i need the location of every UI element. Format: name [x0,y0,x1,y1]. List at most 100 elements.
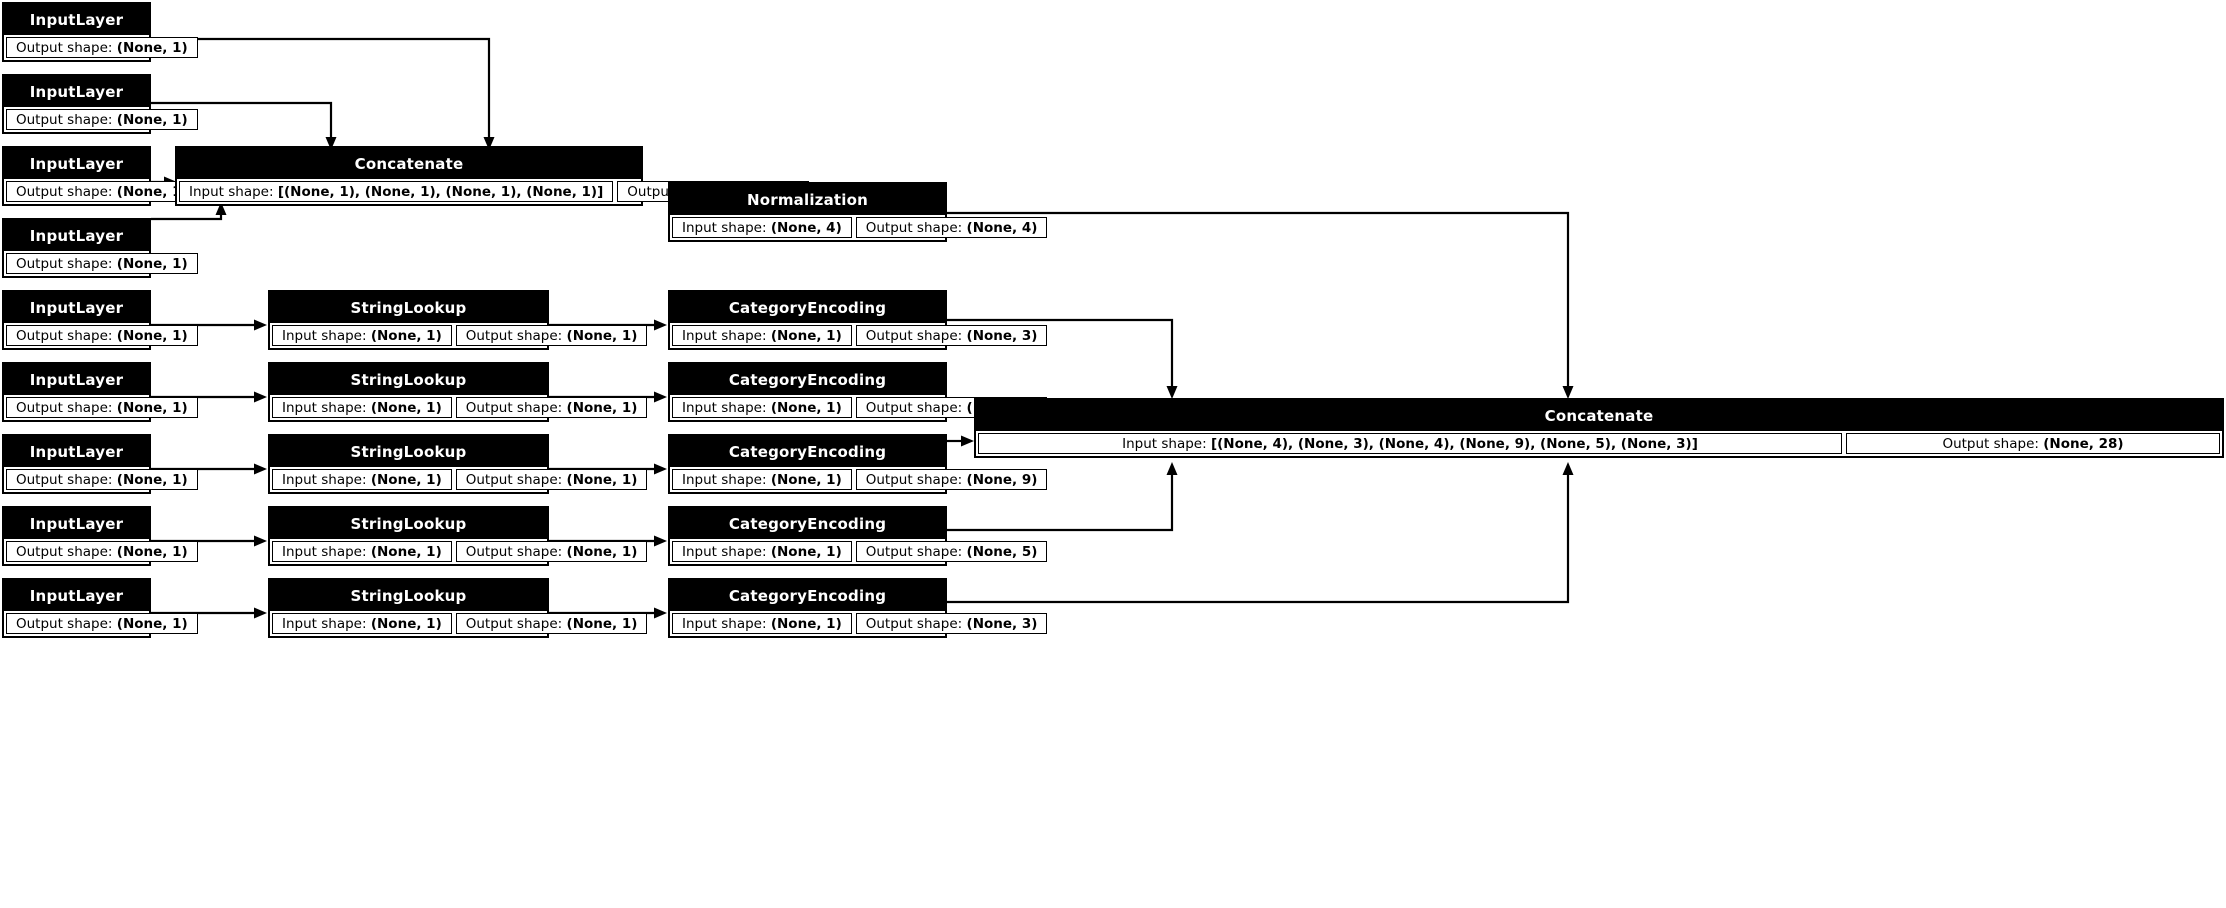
node-title: InputLayer [4,4,149,35]
input-shape-value: (None, 4) [770,219,842,236]
node-string-lookup-4[interactable]: StringLookup Input shape: (None, 1) Outp… [268,578,648,638]
input-shape-cell: Input shape: [(None, 1), (None, 1), (Non… [179,181,614,202]
output-shape-value: (None, 1) [116,543,188,560]
output-shape-cell: Output shape: (None, 1) [455,325,648,346]
node-shape-row: Input shape: (None, 1) Output shape: (No… [670,323,1048,348]
node-title: InputLayer [4,220,149,251]
node-input-layer-0[interactable]: InputLayer Output shape: (None, 1) [2,2,198,62]
input-shape-value: (None, 1) [370,399,442,416]
input-shape-value: (None, 1) [770,615,842,632]
node-title: StringLookup [270,364,547,395]
output-shape-label: Output shape: [865,543,963,560]
input-shape-cell: Input shape: (None, 1) [272,613,452,634]
output-shape-label: Output shape: [465,327,563,344]
node-category-encoding-1[interactable]: CategoryEncoding Input shape: (None, 1) … [668,362,1048,422]
output-shape-label: Output shape: [465,543,563,560]
output-shape-value: (None, 1) [566,399,638,416]
output-shape-value: (None, 1) [116,111,188,128]
node-shape-row: Input shape: (None, 1) Output shape: (No… [670,611,1048,636]
node-shape-row: Output shape: (None, 1) [4,179,198,204]
node-title: Concatenate [976,400,2222,431]
input-shape-cell: Input shape: [(None, 4), (None, 3), (Non… [978,433,1842,454]
output-shape-cell: Output shape: (None, 1) [6,397,198,418]
input-shape-value: (None, 1) [370,615,442,632]
output-shape-cell: Output shape: (None, 1) [6,109,198,130]
input-shape-label: Input shape: [282,327,367,344]
output-shape-label: Output shape: [865,219,963,236]
input-shape-cell: Input shape: (None, 1) [272,397,452,418]
input-shape-cell: Input shape: (None, 1) [672,325,852,346]
input-shape-value: (None, 1) [370,471,442,488]
node-category-encoding-3[interactable]: CategoryEncoding Input shape: (None, 1) … [668,506,1048,566]
node-title: CategoryEncoding [670,580,945,611]
node-category-encoding-4[interactable]: CategoryEncoding Input shape: (None, 1) … [668,578,1048,638]
output-shape-label: Output shape: [16,255,113,272]
node-string-lookup-2[interactable]: StringLookup Input shape: (None, 1) Outp… [268,434,648,494]
output-shape-cell: Output shape: (None, 28) [1846,433,2220,454]
output-shape-cell: Output shape: (None, 1) [455,469,648,490]
node-string-lookup-1[interactable]: StringLookup Input shape: (None, 1) Outp… [268,362,648,422]
output-shape-cell: Output shape: (None, 4) [855,217,1048,238]
node-shape-row: Input shape: (None, 1) Output shape: (No… [270,323,648,348]
input-shape-value: [(None, 4), (None, 3), (None, 4), (None,… [1210,435,1698,452]
node-input-layer-1[interactable]: InputLayer Output shape: (None, 1) [2,74,198,134]
node-title: CategoryEncoding [670,292,945,323]
input-shape-value: (None, 1) [370,543,442,560]
output-shape-value: (None, 1) [116,399,188,416]
node-title: InputLayer [4,580,149,611]
output-shape-value: (None, 1) [116,39,188,56]
node-title: StringLookup [270,508,547,539]
node-shape-row: Input shape: (None, 1) Output shape: (No… [270,395,648,420]
node-string-lookup-3[interactable]: StringLookup Input shape: (None, 1) Outp… [268,506,648,566]
output-shape-value: (None, 1) [566,471,638,488]
node-title: InputLayer [4,76,149,107]
input-shape-value: (None, 1) [370,327,442,344]
input-shape-cell: Input shape: (None, 1) [672,469,852,490]
node-concatenate-numeric[interactable]: Concatenate Input shape: [(None, 1), (No… [175,146,809,206]
input-shape-cell: Input shape: (None, 1) [272,469,452,490]
node-input-layer-8[interactable]: InputLayer Output shape: (None, 1) [2,578,198,638]
output-shape-value: (None, 28) [2043,435,2124,452]
input-shape-value: (None, 1) [770,471,842,488]
node-input-layer-5[interactable]: InputLayer Output shape: (None, 1) [2,362,198,422]
node-input-layer-3[interactable]: InputLayer Output shape: (None, 1) [2,218,198,278]
output-shape-label: Output shape: [865,471,963,488]
node-input-layer-2[interactable]: InputLayer Output shape: (None, 1) [2,146,198,206]
node-title: CategoryEncoding [670,508,945,539]
output-shape-value: (None, 4) [966,219,1038,236]
node-shape-row: Input shape: (None, 1) Output shape: (No… [670,539,1048,564]
node-title: Normalization [670,184,945,215]
node-shape-row: Output shape: (None, 1) [4,251,198,276]
node-normalization[interactable]: Normalization Input shape: (None, 4) Out… [668,182,1048,242]
node-shape-row: Input shape: (None, 1) Output shape: (No… [270,467,648,492]
node-input-layer-4[interactable]: InputLayer Output shape: (None, 1) [2,290,198,350]
input-shape-label: Input shape: [282,399,367,416]
input-shape-label: Input shape: [682,543,767,560]
output-shape-value: (None, 1) [116,327,188,344]
node-concatenate-all[interactable]: Concatenate Input shape: [(None, 4), (No… [974,398,2224,458]
node-input-layer-6[interactable]: InputLayer Output shape: (None, 1) [2,434,198,494]
node-shape-row: Output shape: (None, 1) [4,611,198,636]
input-shape-label: Input shape: [282,615,367,632]
output-shape-label: Output shape: [16,39,113,56]
node-title: StringLookup [270,580,547,611]
node-title: InputLayer [4,436,149,467]
node-string-lookup-0[interactable]: StringLookup Input shape: (None, 1) Outp… [268,290,648,350]
node-shape-row: Output shape: (None, 1) [4,107,198,132]
output-shape-value: (None, 1) [116,615,188,632]
output-shape-value: (None, 3) [966,327,1038,344]
input-shape-cell: Input shape: (None, 1) [672,541,852,562]
node-title: StringLookup [270,292,547,323]
input-shape-cell: Input shape: (None, 1) [272,541,452,562]
input-shape-label: Input shape: [189,183,274,200]
input-shape-label: Input shape: [282,471,367,488]
output-shape-label: Output shape: [865,327,963,344]
input-shape-cell: Input shape: (None, 4) [672,217,852,238]
node-category-encoding-0[interactable]: CategoryEncoding Input shape: (None, 1) … [668,290,1048,350]
output-shape-cell: Output shape: (None, 3) [855,325,1048,346]
node-title: InputLayer [4,148,149,179]
node-category-encoding-2[interactable]: CategoryEncoding Input shape: (None, 1) … [668,434,1048,494]
node-shape-row: Output shape: (None, 1) [4,395,198,420]
node-input-layer-7[interactable]: InputLayer Output shape: (None, 1) [2,506,198,566]
